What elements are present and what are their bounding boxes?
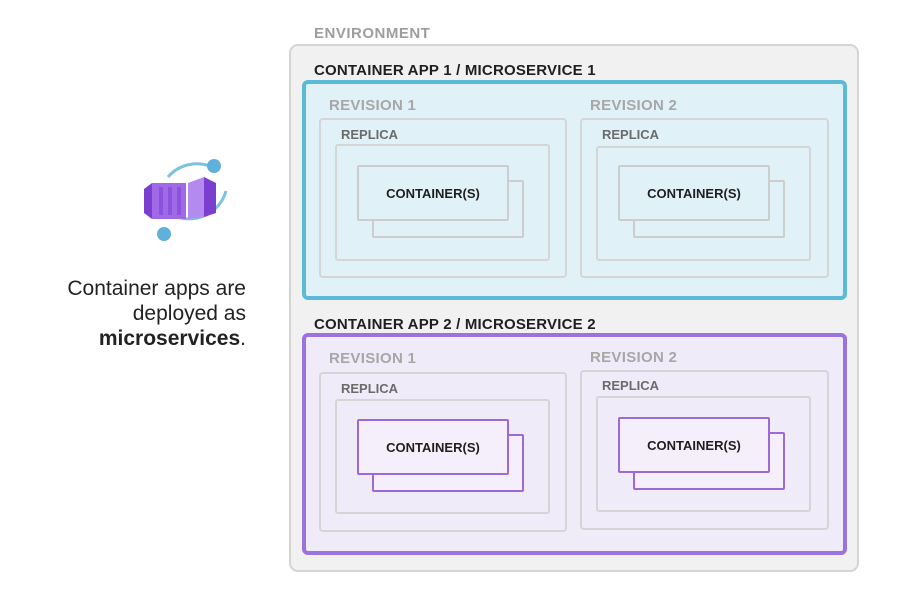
app-1-rev-1-replica (335, 144, 550, 261)
app-2-revision-1 (319, 372, 567, 532)
app-1-label: CONTAINER APP 1 / MICROSERVICE 1 (314, 62, 596, 79)
app-2-revision-2-label: REVISION 2 (590, 349, 678, 366)
app-2-revision-2 (580, 370, 829, 530)
app-1-revision-1-label: REVISION 1 (329, 97, 417, 114)
description-line-2: deployed as (132, 302, 246, 325)
description-period: . (240, 327, 246, 350)
app-1-revision-2-label: REVISION 2 (590, 97, 678, 114)
app-1-revision-1 (319, 118, 567, 278)
description-text: Container apps are deployed as microserv… (20, 276, 246, 351)
app-1-rev-2-replica-label: REPLICA (602, 127, 660, 142)
container-apps-icon (138, 155, 234, 245)
app-1-rev-1-container: CONTAINER(S) (357, 165, 509, 221)
environment-label: ENVIRONMENT (314, 25, 431, 42)
app-2-rev-1-container: CONTAINER(S) (357, 419, 509, 475)
app-2-rev-2-replica-label: REPLICA (602, 378, 660, 393)
app-2-revision-1-label: REVISION 1 (329, 350, 417, 367)
app-1-rev-2-container: CONTAINER(S) (618, 165, 770, 221)
app-2-rev-1-replica-label: REPLICA (341, 381, 399, 396)
description-line-3: microservices. (20, 326, 246, 351)
app-1-rev-1-replica-label: REPLICA (341, 127, 399, 142)
app-1-revision-2 (580, 118, 829, 278)
description-bold: microservices (98, 327, 241, 350)
description-line-1: Container apps are (67, 277, 246, 300)
app-2-label: CONTAINER APP 2 / MICROSERVICE 2 (314, 316, 596, 333)
app-1-rev-2-replica (596, 146, 811, 261)
app-2-rev-2-replica (596, 396, 811, 512)
app-2-rev-2-container: CONTAINER(S) (618, 417, 770, 473)
app-2-rev-1-replica (335, 399, 550, 514)
